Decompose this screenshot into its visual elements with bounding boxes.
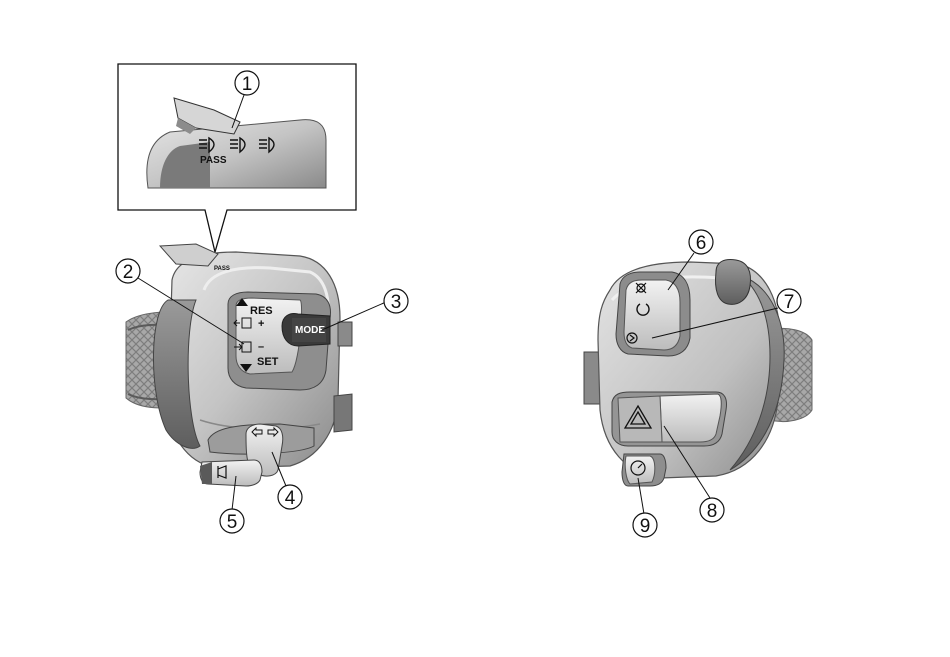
minus-label: – — [258, 341, 264, 353]
right-bar-stub — [584, 352, 600, 404]
horn-button — [200, 460, 262, 486]
svg-text:2: 2 — [123, 262, 134, 283]
callout-6: 6 — [689, 230, 713, 254]
svg-text:9: 9 — [640, 516, 651, 537]
svg-text:5: 5 — [227, 512, 238, 533]
callout-7: 7 — [777, 289, 801, 313]
engine-stop-icon — [636, 283, 646, 293]
res-label: RES — [250, 305, 273, 317]
svg-text:8: 8 — [707, 501, 718, 522]
start-stop-switch — [616, 272, 690, 356]
callout-8: 8 — [700, 498, 724, 522]
callout-5: 5 — [220, 509, 244, 533]
svg-text:3: 3 — [391, 292, 402, 313]
svg-text:4: 4 — [285, 488, 296, 509]
callout-1: 1 — [235, 71, 259, 95]
callout-9: 9 — [633, 513, 657, 537]
inset-pass-label: PASS — [200, 155, 227, 166]
right-top-knob — [716, 260, 751, 305]
mode-label: MODE — [295, 325, 325, 336]
callout-2: 2 — [116, 259, 140, 283]
lower-round-button — [622, 454, 666, 486]
set-label: SET — [257, 356, 279, 368]
callout-4: 4 — [278, 485, 302, 509]
svg-text:6: 6 — [696, 233, 707, 254]
svg-text:1: 1 — [242, 74, 253, 95]
small-pass-label: PASS — [214, 266, 230, 272]
callout-3: 3 — [384, 289, 408, 313]
hazard-switch — [612, 392, 727, 446]
svg-text:7: 7 — [784, 292, 795, 313]
plus-label: + — [258, 318, 264, 330]
